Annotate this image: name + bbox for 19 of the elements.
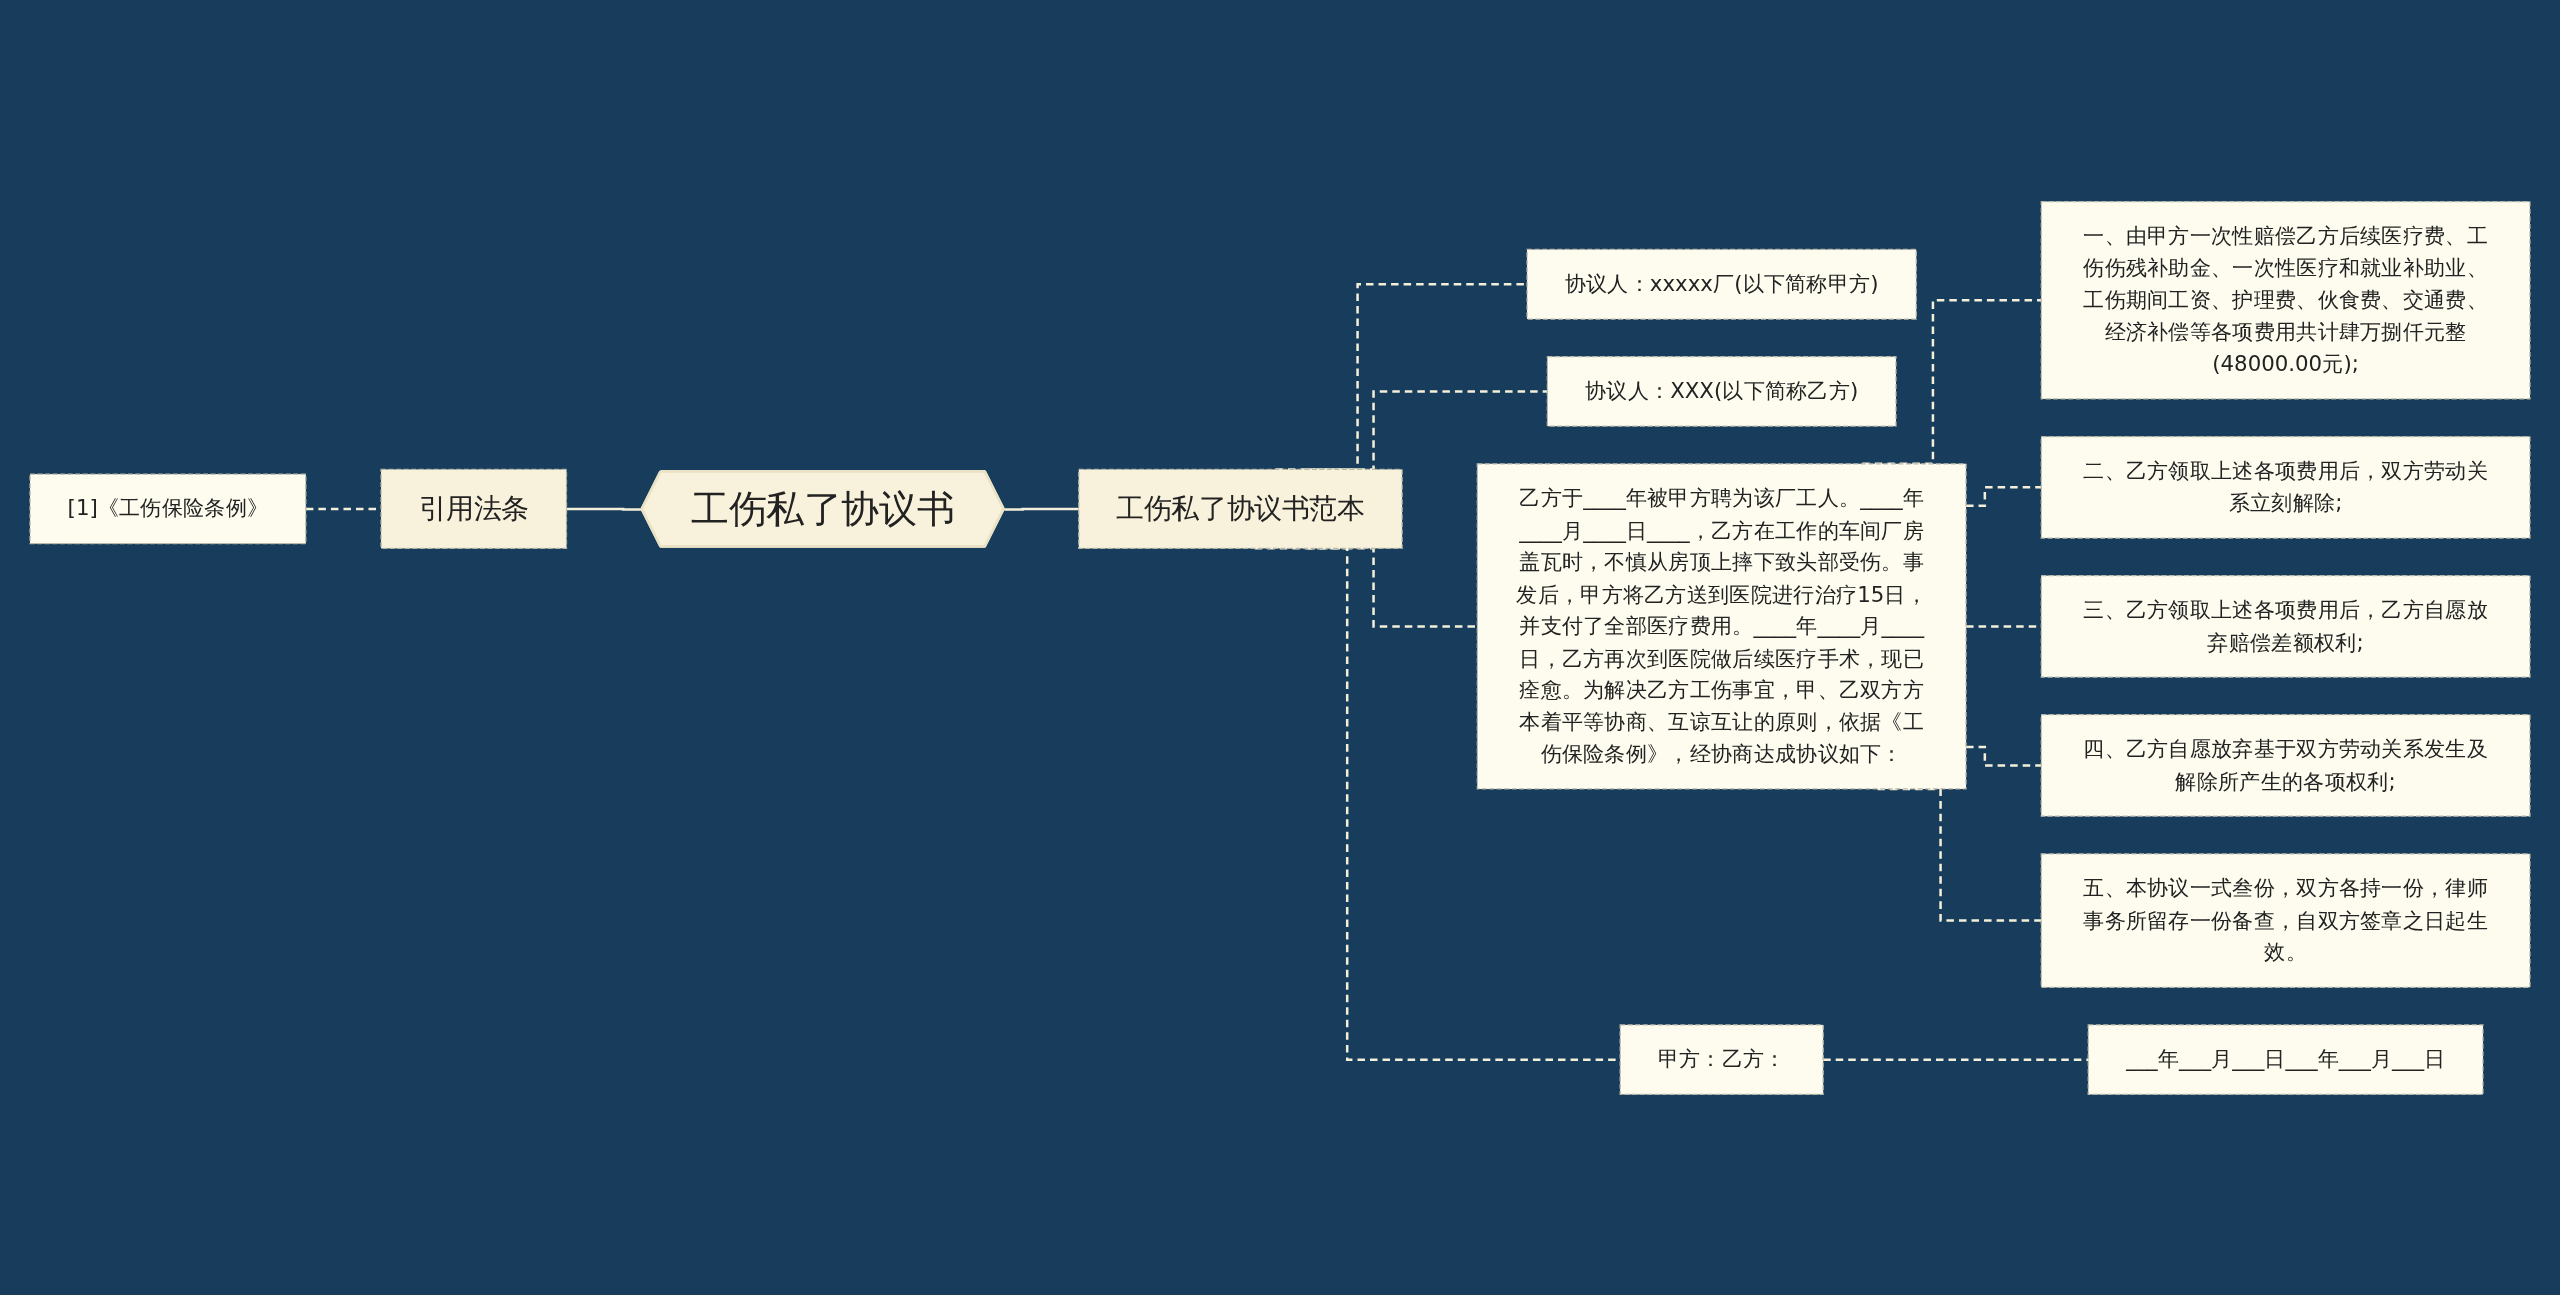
node-box: 四、乙方自愿放弃基于双方劳动关系发生及解除所产生的各项权利; <box>2040 713 2531 817</box>
node-box: [1]《工伤保险条例》 <box>29 473 307 544</box>
node-box: ___年___月___日___年___月___日 <box>2087 1023 2484 1095</box>
node-box: 五、本协议一式叁份，双方各持一份，律师事务所留存一份备查，自双方签章之日起生效。 <box>2040 852 2531 988</box>
node-box: 一、由甲方一次性赔偿乙方后续医疗费、工伤伤残补助金、一次性医疗和就业补助业、工伤期间工资、护理费、伙食费、交通费、经济补偿等各项费用共计肆万捌仟元整(48000.00元); <box>2040 200 2531 400</box>
connector <box>1966 485 2042 507</box>
connector <box>566 507 643 511</box>
connector <box>1966 745 2042 767</box>
connector <box>1823 1057 2089 1061</box>
node-box: 乙方于____年被甲方聘为该厂工人。____年____月____日____，乙方在工作的车间厂房盖瓦时，不慎从房顶上摔下致头部受伤。事发后，甲方将乙方送到医院进行治疗15日，并支付了全部医疗费用。____年____月____日，乙方再次到医院做后续医疗手术，现已痊愈。为解决乙方工伤事宜，甲、乙双方方本着平等协商、互谅互让的原则，依据《工伤保险条例》，经协商达成协议如下： <box>1476 462 1967 790</box>
node-box: 甲方：乙方： <box>1619 1023 1824 1095</box>
node-box: 协议人：XXX(以下简称乙方) <box>1546 355 1897 427</box>
node-box: 工伤私了协议书范本 <box>1078 468 1403 549</box>
node-box: 三、乙方领取上述各项费用后，乙方自愿放弃赔偿差额权利; <box>2040 574 2531 678</box>
node-box: 引用法条 <box>380 468 568 549</box>
connector <box>1004 507 1079 511</box>
node-box: 协议人：xxxxx厂(以下简称甲方) <box>1526 248 1917 320</box>
connector <box>1877 787 2042 922</box>
node-box: 二、乙方领取上述各项费用后，双方劳动关系立刻解除; <box>2040 435 2531 539</box>
